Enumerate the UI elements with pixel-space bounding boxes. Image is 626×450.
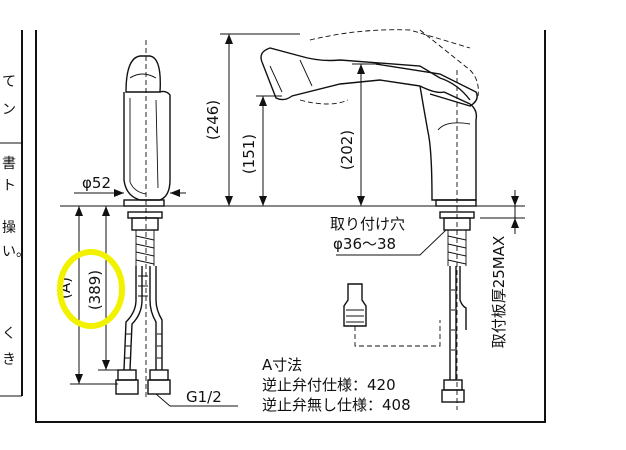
highlight-circle (57, 249, 125, 329)
margin-text: ト (2, 178, 16, 194)
margin-text: 操 (2, 220, 16, 236)
faucet-front-view (115, 40, 171, 400)
margin-text: き (2, 352, 16, 368)
drawing-frame (35, 30, 546, 423)
left-margin-panel: て ン 書 ト 操 い。 く き (0, 30, 30, 397)
faucet-side-view (260, 29, 479, 410)
dim-202-label: (202) (338, 130, 356, 170)
mount-hole-diameter-label: φ36～38 (333, 235, 396, 253)
margin-text: ン (2, 102, 16, 118)
thread-size-label: G1/2 (186, 388, 222, 406)
dim-389-label: (389) (86, 270, 104, 310)
with-check-valve-note: 逆止弁付仕様：420 (262, 376, 396, 394)
dim-diameter-52-label: φ52 (82, 174, 111, 192)
dim-151-label: (151) (240, 134, 258, 174)
dimension-lines (70, 33, 519, 407)
margin-text: て (2, 74, 16, 90)
margin-text: い。 (2, 244, 30, 260)
mount-hole-label: 取り付け穴 (330, 215, 405, 233)
margin-text: 書 (2, 156, 16, 172)
mount-plate-thickness-label: 取付板厚25MAX (490, 236, 508, 349)
margin-text: く (2, 326, 16, 342)
dim-246-label: (246) (204, 100, 222, 140)
a-dimension-title: A寸法 (262, 356, 302, 374)
without-check-valve-note: 逆止弁無し仕様：408 (262, 396, 411, 414)
